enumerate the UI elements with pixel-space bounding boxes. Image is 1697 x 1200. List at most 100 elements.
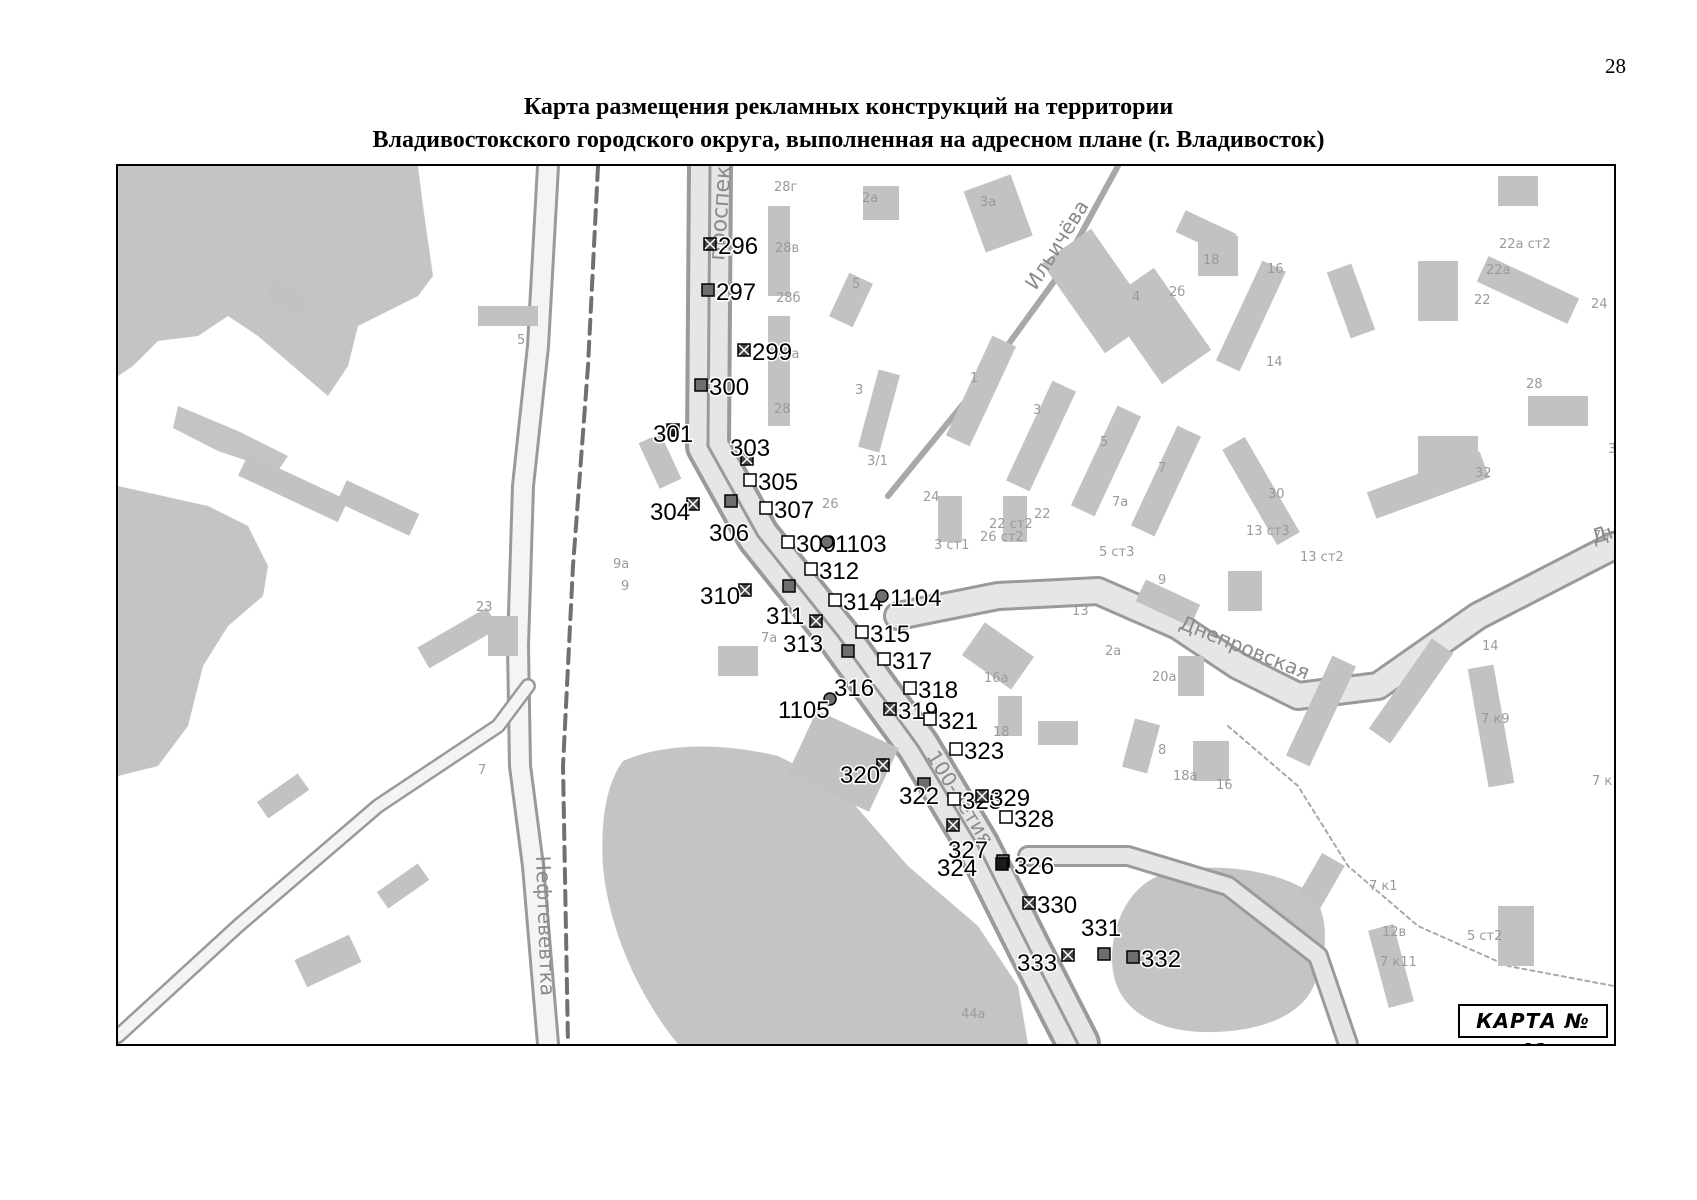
- marker-symbol[interactable]: [701, 283, 715, 297]
- marker-symbol[interactable]: [666, 423, 680, 437]
- ad-structure-300[interactable]: 300: [694, 373, 751, 403]
- ad-structure-318[interactable]: 318: [903, 676, 960, 706]
- marker-hatch: [1062, 949, 1074, 961]
- ad-structure-320[interactable]: 320: [839, 758, 890, 791]
- building: [718, 646, 758, 676]
- ad-structure-316[interactable]: 316: [833, 644, 876, 704]
- marker-symbol[interactable]: [917, 777, 931, 791]
- marker-symbol[interactable]: [841, 644, 855, 658]
- ad-structure-311[interactable]: 311: [765, 579, 806, 632]
- ad-structure-299[interactable]: 299: [737, 338, 794, 368]
- building-number-label: 3/1: [867, 454, 888, 469]
- marker-symbol[interactable]: [781, 535, 795, 549]
- marker-symbol[interactable]: [782, 579, 796, 593]
- ad-structure-304[interactable]: 304: [649, 497, 700, 528]
- building: [858, 369, 900, 453]
- ad-structure-315[interactable]: 315: [855, 620, 912, 650]
- marker-symbol[interactable]: [923, 712, 937, 726]
- marker-number-label: 328: [1014, 806, 1054, 833]
- marker-symbol[interactable]: [804, 562, 818, 576]
- building-number-label: 28: [1526, 377, 1543, 392]
- building: [787, 710, 899, 812]
- building-number-label: 9: [843, 769, 851, 784]
- building-number-label: 5: [517, 333, 525, 348]
- building-number-label: 22 ст2: [989, 517, 1033, 532]
- ad-structure-327[interactable]: 327: [947, 836, 1010, 868]
- ad-structure-322[interactable]: 322: [898, 777, 941, 812]
- marker-symbol[interactable]: [820, 535, 834, 549]
- marker-number-label: 312: [819, 558, 859, 585]
- marker-symbol[interactable]: [999, 810, 1013, 824]
- building: [1297, 852, 1345, 910]
- marker-symbol[interactable]: [949, 742, 963, 756]
- ad-structure-310[interactable]: 310: [699, 582, 752, 612]
- building: [768, 206, 790, 296]
- marker-hatch: [947, 819, 959, 831]
- building: [1038, 721, 1078, 745]
- marker-number-label: 323: [964, 738, 1004, 765]
- building: [961, 622, 1035, 690]
- ad-structure-312[interactable]: 312: [804, 557, 861, 587]
- marker-symbol[interactable]: [1097, 947, 1111, 961]
- marker-number-label: 1104: [890, 585, 942, 612]
- ad-structure-296[interactable]: 296: [703, 232, 760, 262]
- building: [829, 272, 873, 328]
- ad-structure-323[interactable]: 323: [949, 737, 1006, 767]
- ad-structure-330[interactable]: 330: [1022, 891, 1079, 921]
- marker-symbol[interactable]: [995, 857, 1009, 871]
- building-number-label: 12в: [1382, 925, 1406, 940]
- building-number-label: 30: [1268, 487, 1285, 502]
- marker-number-label: 324: [937, 855, 977, 882]
- ad-structure-329[interactable]: 329: [975, 784, 1032, 814]
- ad-structure-328[interactable]: 328: [999, 805, 1056, 835]
- ad-structure-1103[interactable]: 1103: [820, 530, 888, 560]
- marker-symbol[interactable]: [877, 652, 891, 666]
- building: [1326, 263, 1376, 339]
- advertising-structure-markers[interactable]: 296 297 299 300 301 303 305 304 306 307 3091103312…: [649, 232, 1183, 979]
- ad-structure-305[interactable]: 305: [743, 468, 800, 498]
- marker-hatch: [739, 584, 751, 596]
- marker-symbol[interactable]: [855, 625, 869, 639]
- marker-symbol[interactable]: [823, 692, 837, 706]
- ad-structure-333[interactable]: 333: [1016, 948, 1075, 979]
- marker-symbol[interactable]: [1126, 950, 1140, 964]
- ad-structure-324[interactable]: 324: [936, 818, 979, 884]
- ad-structure-317[interactable]: 317: [877, 647, 934, 677]
- ad-structure-332[interactable]: 332: [1126, 945, 1183, 975]
- marker-symbol[interactable]: [903, 681, 917, 695]
- ad-structure-303[interactable]: 303: [729, 434, 772, 466]
- marker-symbol[interactable]: [947, 792, 961, 806]
- ad-structure-1105[interactable]: 1105: [777, 692, 837, 726]
- building-number-label: 7 к11: [1380, 955, 1417, 970]
- ad-structure-321[interactable]: 321: [923, 707, 980, 737]
- ad-structure-313[interactable]: 313: [782, 614, 825, 660]
- ad-structure-309[interactable]: 309: [781, 530, 838, 560]
- building-number-label: 7: [1158, 461, 1166, 476]
- building-number-label: 9: [1158, 573, 1166, 588]
- ad-structure-307[interactable]: 307: [759, 496, 816, 526]
- marker-symbol[interactable]: [828, 593, 842, 607]
- marker-number-label: 303: [730, 435, 770, 462]
- ad-structure-306[interactable]: 306: [708, 494, 751, 549]
- building-number-label: 20а: [1152, 670, 1177, 685]
- marker-symbol[interactable]: [743, 473, 757, 487]
- building: [1418, 436, 1478, 476]
- building-number-label: 28в: [775, 241, 799, 256]
- marker-number-label: 1103: [835, 531, 887, 558]
- marker-symbol[interactable]: [694, 378, 708, 392]
- marker-symbol[interactable]: [724, 494, 738, 508]
- building: [1104, 267, 1212, 385]
- marker-number-label: 296: [718, 233, 758, 260]
- ad-structure-331[interactable]: 331: [1080, 914, 1123, 961]
- building-number-label: 26 ст2: [980, 530, 1024, 545]
- ad-structure-1104[interactable]: 1104: [875, 584, 943, 614]
- ad-structure-301[interactable]: 301: [652, 420, 695, 450]
- ad-structure-297[interactable]: 297: [701, 278, 758, 308]
- building-number-label: 7а: [1112, 495, 1128, 510]
- marker-symbol[interactable]: [875, 589, 889, 603]
- ad-structure-326[interactable]: 326: [995, 852, 1056, 882]
- marker-symbol[interactable]: [759, 501, 773, 515]
- road-southwest-fill: [118, 680, 534, 1042]
